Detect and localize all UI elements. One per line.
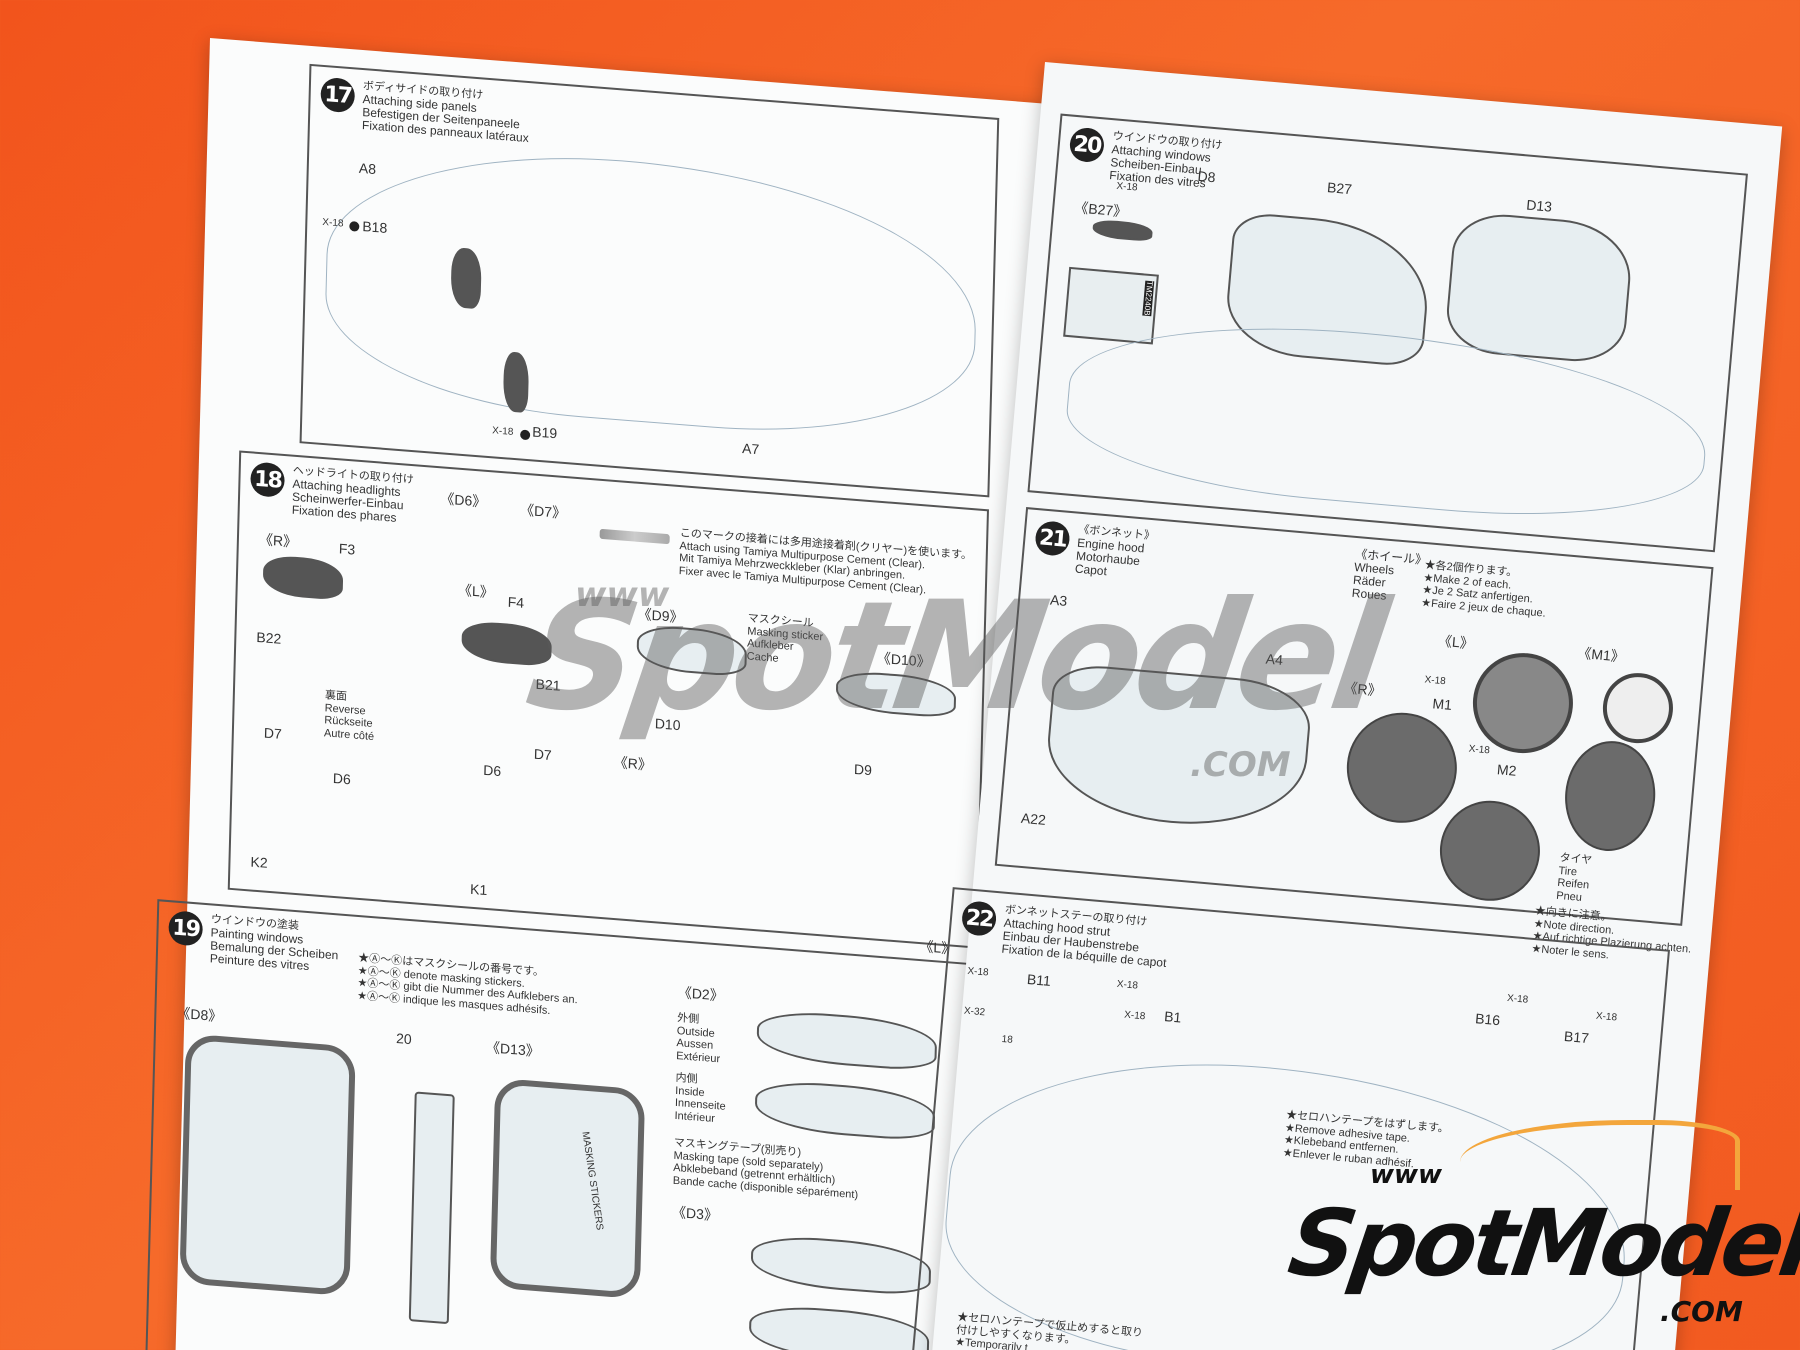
screw-label: X-18 [1506, 992, 1529, 1006]
rear-window-part [1443, 210, 1635, 366]
step20-panel: 20 ウインドウの取り付け Attaching windows Scheiben… [1027, 113, 1748, 553]
masking-sticker-notes: ★Ⓐ～Ⓚはマスクシールの番号です。 ★Ⓐ～Ⓚ denote masking st… [357, 952, 578, 1019]
side-window-part [756, 1008, 938, 1073]
screw-label: X-18 [966, 965, 989, 979]
tire-part [1435, 796, 1545, 905]
screw-label: X-18 [1123, 1009, 1146, 1023]
part-label: 《B27》 [1073, 199, 1128, 220]
part-label: 《M1》 [1576, 644, 1626, 665]
part-label: F3 [338, 540, 356, 558]
screw-icon [349, 221, 360, 232]
side-window-masked-part [748, 1302, 930, 1350]
cement-tube-icon [599, 528, 670, 545]
step17-panel: 17 ボディサイドの取り付け Attaching side panels Bef… [299, 63, 1000, 498]
mirror-part [1091, 218, 1154, 242]
step18-header: 18 ヘッドライトの取り付け Attaching headlights Sche… [250, 461, 414, 526]
part-label: F4 [507, 593, 525, 611]
tire-label: タイヤ Tire Reifen Pneu [1556, 852, 1593, 905]
step-number-badge: 22 [960, 900, 998, 937]
part-label: D9 [853, 760, 873, 779]
logo-www: www [1370, 1160, 1443, 1190]
screw-label: X-18 [1424, 674, 1447, 688]
rear-window-part [489, 1077, 646, 1300]
part-label: M2 [1496, 761, 1518, 779]
part-label: K2 [250, 853, 268, 871]
step-number-badge: 18 [250, 461, 285, 498]
part-label: A7 [741, 439, 760, 458]
decal-sheet: TM2240B [1063, 266, 1159, 345]
part-label: M1 [1431, 695, 1453, 713]
part-label: B27 [1326, 179, 1353, 198]
part-label: D6 [332, 769, 351, 788]
step-number-badge: 19 [168, 910, 204, 947]
part-label: A22 [1020, 809, 1047, 828]
masking-tape-note: マスキングテープ(別売り) Masking tape (sold separat… [673, 1137, 860, 1201]
part-label: 《D7》 [519, 501, 567, 522]
screw-label: X-18 [322, 216, 344, 230]
part-label: A8 [358, 159, 377, 178]
part-label: D7 [533, 745, 552, 764]
logo-com: .COM [1660, 1295, 1743, 1328]
part-label: B11 [1026, 970, 1052, 989]
screw-label: X-18 [1595, 1010, 1618, 1024]
windshield-part [179, 1033, 356, 1297]
step-number-badge: 17 [320, 76, 356, 114]
headlight-housing-part [262, 554, 344, 601]
window-frame-part [408, 1091, 455, 1325]
step-number-badge: 21 [1034, 520, 1071, 557]
part-label: 《D8》 [176, 1004, 223, 1025]
car-silhouette-icon [1460, 1120, 1740, 1190]
side-window-masked-part [754, 1078, 936, 1143]
part-label: B22 [256, 628, 282, 647]
part-label: D7 [263, 724, 283, 742]
screw-label: X-32 [963, 1005, 986, 1019]
screw-label: X-18 [1115, 180, 1138, 194]
part-label: 《D13》 [485, 1039, 540, 1060]
part-label: 《R》 [613, 753, 653, 773]
screw-label: X-18 [1468, 743, 1491, 757]
outside-label: 外側 Outside Aussen Extérieur [676, 1012, 721, 1065]
inside-label: 内側 Inside Innenseite Intérieur [674, 1072, 726, 1126]
screw-label: X-18 [1116, 978, 1139, 992]
screw-label: X-18 [492, 425, 514, 438]
wheel-part [1468, 648, 1578, 758]
part-label: K1 [469, 880, 488, 899]
side-label-right: 《R》 [258, 531, 298, 551]
logo-text: SpotModel [1282, 1190, 1800, 1297]
side-window-part [750, 1232, 932, 1298]
step19-panel: 19 ウインドウの塗装 Painting windows Bemalung de… [145, 899, 978, 1350]
step17-header: 17 ボディサイドの取り付け Attaching side panels Bef… [320, 76, 530, 145]
ref-step-label: 20 [395, 1029, 412, 1048]
part-label: B17 [1563, 1027, 1590, 1047]
part-label: 《L》 [1437, 632, 1475, 652]
reverse-note: 裏面 Reverse Rückseite Autre côté [324, 689, 375, 743]
screw-icon [520, 429, 531, 441]
tire-part [1560, 737, 1660, 855]
decal-code: TM2240B [1142, 280, 1155, 316]
part-label: 《D2》 [677, 984, 724, 1004]
part-label: D8 [1196, 167, 1217, 186]
car-body-drawing [322, 137, 980, 449]
outside-fr: Extérieur [676, 1049, 721, 1065]
part-label: D6 [483, 761, 502, 780]
step-number-badge: 20 [1068, 126, 1106, 164]
part-label: B16 [1474, 1010, 1501, 1029]
part-label: 《D3》 [671, 1203, 719, 1224]
side-panel-part [502, 351, 530, 414]
ref-step-label: 18 [1001, 1033, 1014, 1046]
part-label: B19 [532, 423, 558, 442]
step19-header: 19 ウインドウの塗装 Painting windows Bemalung de… [168, 910, 339, 975]
part-label: B18 [362, 218, 388, 236]
watermark-com: .COM [1190, 745, 1291, 785]
spotmodel-logo: www SpotModel .COM [1282, 1120, 1800, 1350]
part-label: D13 [1525, 196, 1553, 215]
step22-header: 22 ボンネットステーの取り付け Attaching hood strut Ei… [959, 900, 1170, 970]
part-label: B1 [1163, 1008, 1183, 1026]
watermark-text: SpotModel [517, 570, 1392, 744]
part-label: 《D6》 [440, 490, 487, 510]
wheel-rim-part [1600, 670, 1676, 747]
side-label-left: 《L》 [457, 581, 494, 601]
make-notes: ★各2個作ります。 ★Make 2 of each. ★Je 2 Satz an… [1421, 559, 1550, 620]
watermark-www: www [575, 575, 670, 615]
